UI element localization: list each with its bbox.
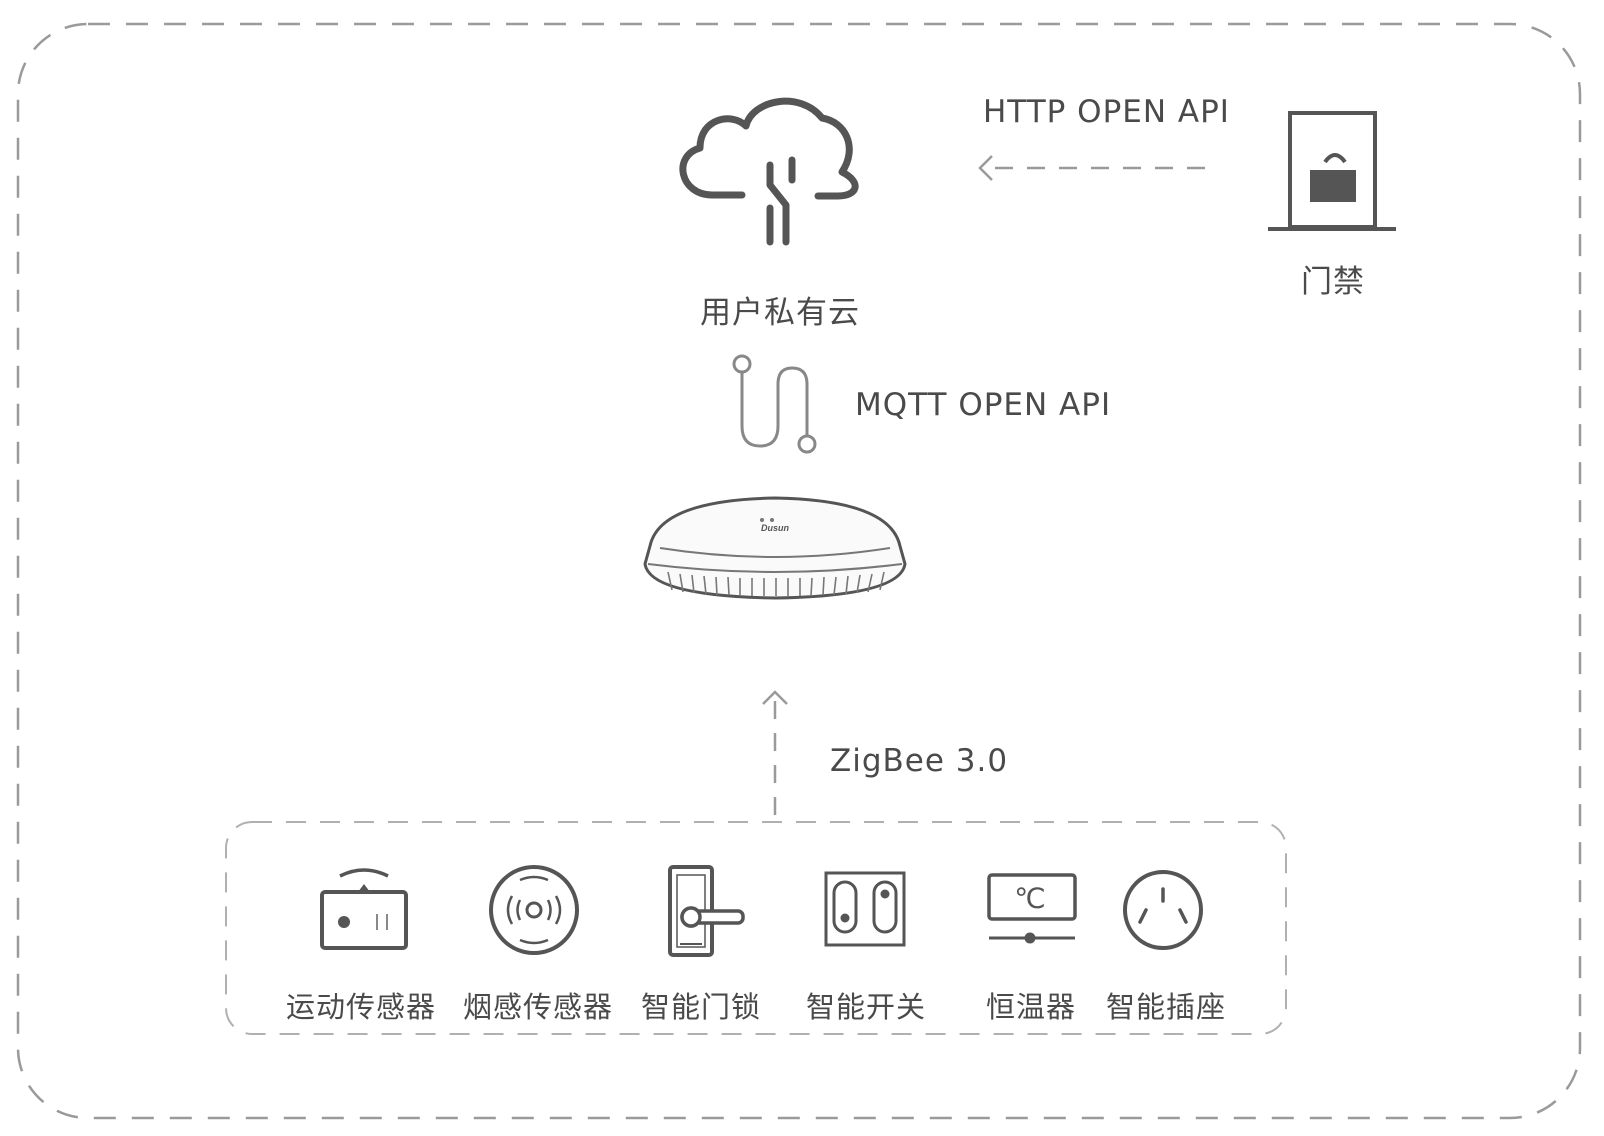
zigbee-label: ZigBee 3.0 bbox=[830, 743, 1008, 779]
device-label-thermostat: 恒温器 bbox=[986, 984, 1076, 1026]
zigbee-arrow bbox=[763, 692, 787, 815]
gateway-brand: Dusun bbox=[761, 523, 790, 533]
private-cloud-label: 用户私有云 bbox=[700, 287, 860, 332]
http-arrow bbox=[980, 156, 1205, 180]
mqtt-api-label: MQTT OPEN API bbox=[855, 387, 1111, 423]
svg-text:℃: ℃ bbox=[1014, 882, 1045, 915]
device-label-smoke-sensor: 烟感传感器 bbox=[463, 984, 613, 1026]
cable-icon bbox=[734, 356, 815, 452]
smart-switch-icon bbox=[826, 873, 904, 945]
device-label-smart-switch: 智能开关 bbox=[806, 984, 926, 1026]
access-control-label: 门禁 bbox=[1301, 256, 1365, 301]
device-label-smart-socket: 智能插座 bbox=[1106, 984, 1226, 1026]
motion-sensor-icon bbox=[322, 870, 406, 948]
smart-lock-icon bbox=[670, 867, 743, 955]
smoke-sensor-icon bbox=[491, 867, 577, 953]
http-api-label: HTTP OPEN API bbox=[983, 94, 1230, 130]
device-label-motion-sensor: 运动传感器 bbox=[286, 984, 436, 1026]
access-control-icon bbox=[1268, 113, 1396, 229]
cloud-icon bbox=[683, 101, 855, 242]
gateway-icon: Dusun bbox=[645, 498, 905, 598]
device-label-smart-lock: 智能门锁 bbox=[641, 984, 761, 1026]
thermostat-icon: ℃ bbox=[989, 875, 1075, 943]
smart-socket-icon bbox=[1125, 872, 1201, 948]
